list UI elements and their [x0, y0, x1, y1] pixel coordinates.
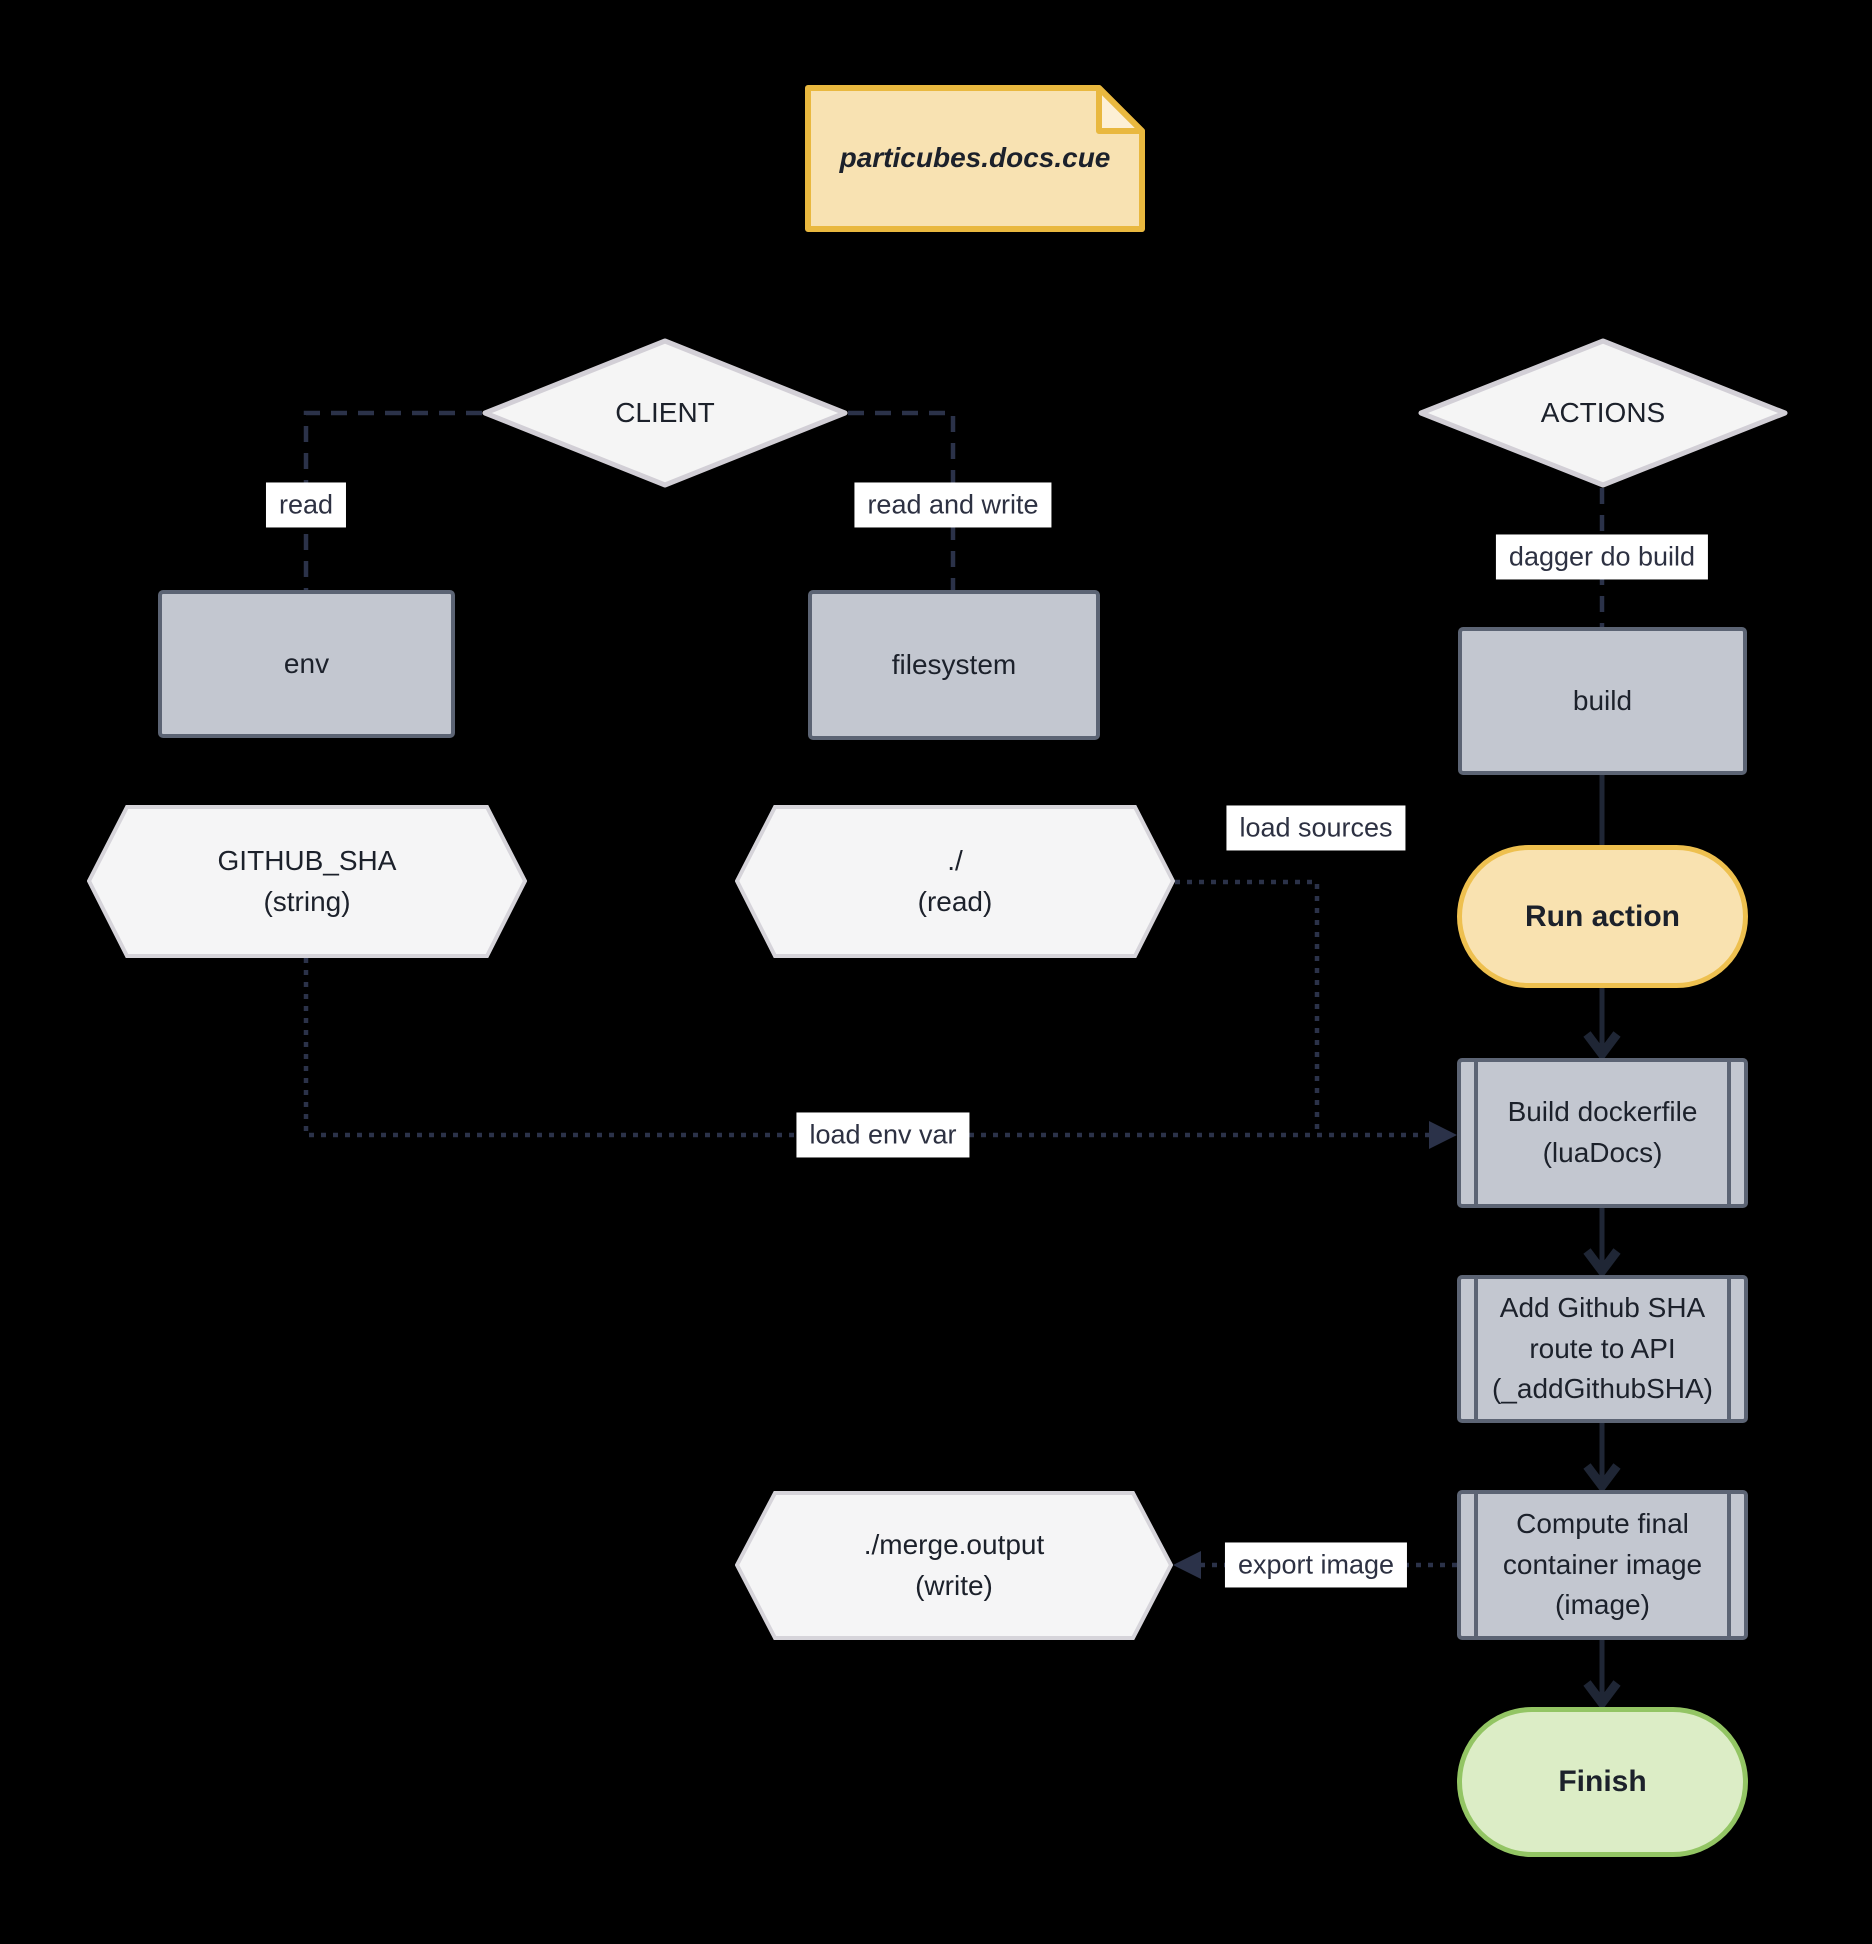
hexagon-shape: [735, 1491, 1173, 1640]
edge-client-env: [303, 410, 482, 590]
subroutine-bar-right: [1727, 1062, 1731, 1204]
actions-label: ACTIONS: [1540, 396, 1666, 428]
note-shape: [805, 85, 1145, 232]
subroutine-bar-left: [1474, 1494, 1478, 1636]
node-filesystem: filesystem: [808, 590, 1100, 740]
arrowhead-compute-finish: [1583, 1680, 1621, 1711]
node-add-github-sha: Add Github SHA route to API (_addGithubS…: [1457, 1275, 1748, 1423]
node-finish: Finish: [1457, 1707, 1748, 1857]
edge-label-export-image: export image: [1224, 1542, 1408, 1588]
note-label: particubes.docs.cue: [839, 142, 1111, 174]
node-build-dockerfile: Build dockerfile (luaDocs): [1457, 1058, 1748, 1208]
edge-label-load-env-var: load env var: [796, 1112, 970, 1158]
build-label: build: [1572, 684, 1633, 716]
edge-sourcedir-dockerfile: [1175, 879, 1320, 1133]
env-label: env: [283, 647, 330, 679]
node-env: env: [158, 590, 455, 738]
run-action-label: Run action: [1525, 899, 1680, 933]
edge-label-load-sources: load sources: [1226, 805, 1406, 851]
node-run-action: Run action: [1457, 845, 1748, 988]
edge-githubsha-dockerfile: [303, 958, 1442, 1138]
arrowhead-export-image: [1173, 1551, 1201, 1579]
add-github-sha-label: Add Github SHA route to API (_addGithubS…: [1491, 1292, 1713, 1405]
subroutine-bar-right: [1727, 1279, 1731, 1419]
source-dir-label: ./ (read): [917, 844, 993, 917]
client-label: CLIENT: [615, 396, 715, 428]
build-dockerfile-label: Build dockerfile (luaDocs): [1507, 1096, 1698, 1168]
node-merge-output: ./merge.output (write): [735, 1491, 1173, 1640]
edge-label-read-and-write: read and write: [854, 482, 1052, 528]
arrowhead-runaction-dockerfile: [1583, 1031, 1621, 1062]
node-github-sha: GITHUB_SHA (string): [87, 805, 527, 958]
hexagon-shape: [87, 805, 527, 958]
filesystem-label: filesystem: [891, 648, 1017, 680]
diamond-shape: [1418, 338, 1788, 488]
github-sha-label: GITHUB_SHA (string): [217, 844, 397, 917]
node-actions-diamond: ACTIONS: [1418, 338, 1788, 488]
note-particubes-docs-cue: particubes.docs.cue: [805, 85, 1145, 232]
finish-label: Finish: [1558, 1765, 1647, 1799]
node-compute-image: Compute final container image (image): [1457, 1490, 1748, 1640]
arrowhead-load-env-var: [1429, 1121, 1457, 1149]
edge-label-read: read: [265, 482, 347, 528]
subroutine-bar-right: [1727, 1494, 1731, 1636]
node-build: build: [1458, 627, 1747, 775]
subroutine-bar-left: [1474, 1062, 1478, 1204]
arrowhead-dockerfile-addsha: [1583, 1248, 1621, 1279]
edge-label-dagger-do-build: dagger do build: [1495, 534, 1709, 580]
diamond-shape: [482, 338, 848, 488]
node-client-diamond: CLIENT: [482, 338, 848, 488]
node-source-dir: ./ (read): [735, 805, 1175, 958]
subroutine-bar-left: [1474, 1279, 1478, 1419]
compute-image-label: Compute final container image (image): [1502, 1508, 1703, 1621]
hexagon-shape: [735, 805, 1175, 958]
edge-client-filesystem: [848, 410, 956, 590]
merge-output-label: ./merge.output (write): [863, 1528, 1045, 1601]
arrowhead-addsha-compute: [1583, 1463, 1621, 1494]
